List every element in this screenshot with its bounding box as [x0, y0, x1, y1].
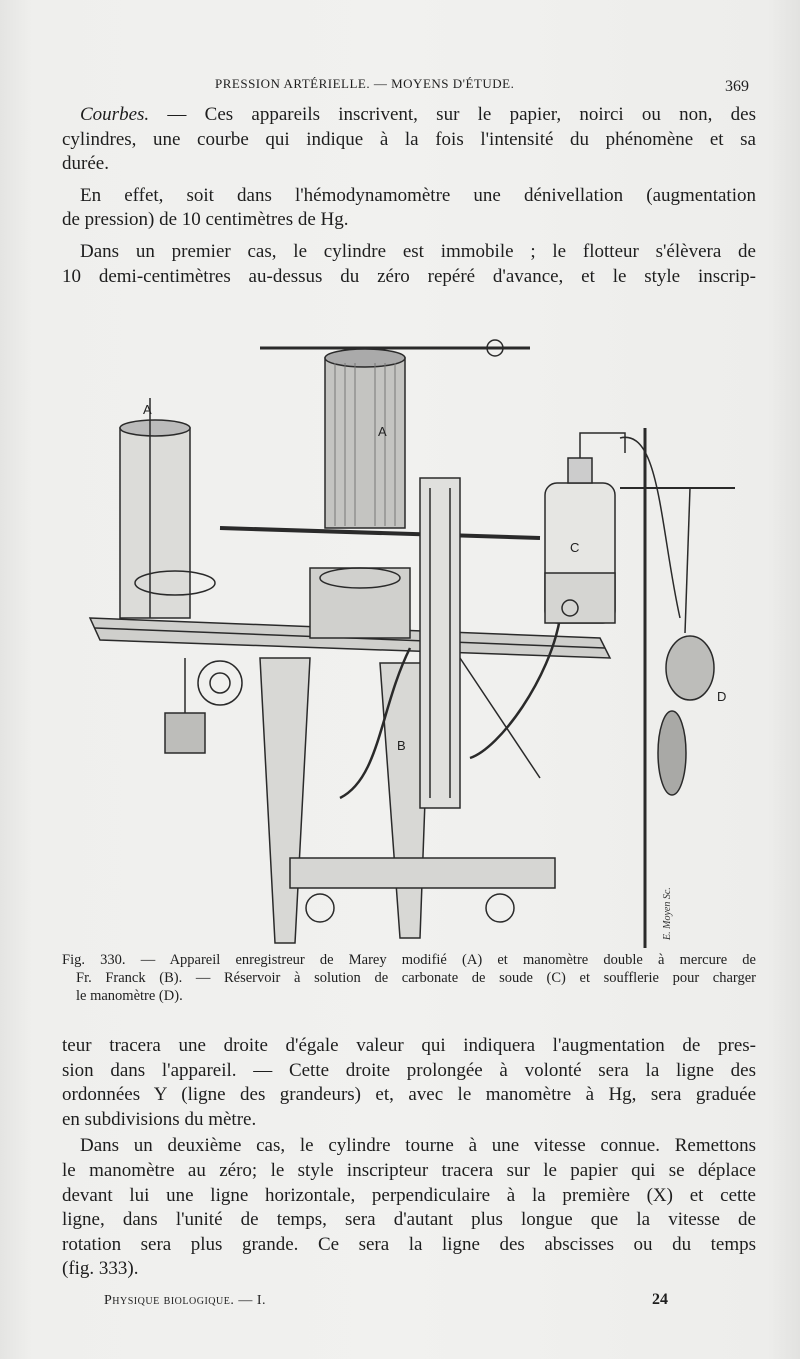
text-line: ordonnées Y (ligne des grandeurs) et, av…: [62, 1084, 756, 1106]
text-line: de pression) de 10 centimètres de Hg.: [62, 209, 349, 231]
text-line: 10 demi-centimètres au-dessus du zéro re…: [62, 265, 756, 287]
running-header: PRESSION ARTÉRIELLE. — MOYENS D'ÉTUDE.: [215, 76, 515, 91]
text-line: En effet, soit dans l'hémodynamomètre un…: [80, 184, 756, 206]
mercury-manometer: [289, 477, 562, 923]
figure-engraving: A A B C D E. Moyen Sc.: [88, 339, 735, 948]
figure-caption: Fig. 330. — Appareil enregistreur de Mar…: [62, 951, 756, 1005]
caption-line: Fig. 330. — Appareil enregistreur de Mar…: [62, 952, 756, 968]
lever-arm: [219, 339, 541, 540]
text-line: le manomètre au zéro; le style inscripte…: [62, 1159, 756, 1181]
text-line: rotation sera plus grande. Ce sera la li…: [62, 1233, 756, 1255]
figure-label-b: B: [397, 738, 406, 753]
engraver-signature: E. Moyen Sc.: [662, 887, 673, 941]
weight-stack: [164, 658, 243, 754]
text-line: Dans un premier cas, le cylindre est imm…: [80, 240, 756, 262]
bottom-text: teur tracera une droite d'égale valeur q…: [62, 1034, 756, 1282]
text-line: sion dans l'appareil. — Cette droite pro…: [62, 1059, 756, 1081]
caption-line: le manomètre (D).: [76, 988, 183, 1004]
text-line: Courbes. — Ces appareils inscrivent, sur…: [80, 104, 756, 125]
footer-book-title: Physique biologique. — I.: [104, 1293, 266, 1308]
courbes-heading: Courbes.: [80, 104, 150, 125]
text-line: en subdivisions du mètre.: [62, 1108, 257, 1130]
text-line: durée.: [62, 153, 109, 175]
figure-label-d: D: [717, 689, 726, 704]
reservoir-bottle: [544, 432, 626, 624]
figure-label-a-left: A: [143, 402, 152, 417]
top-text: Courbes. — Ces appareils inscrivent, sur…: [62, 103, 756, 289]
figure-label-c: C: [570, 540, 579, 555]
page-number: 369: [725, 78, 749, 95]
clockwork-drum: [119, 398, 216, 619]
text-line: devant lui une ligne horizontale, perpen…: [62, 1184, 756, 1206]
bellows-stand: [619, 428, 735, 948]
table-legs: [259, 657, 541, 944]
text-line: Dans un deuxième cas, le cylindre tourne…: [80, 1135, 756, 1157]
signature-mark: 24: [652, 1291, 668, 1308]
text-line: cylindres, une courbe qui indique à la f…: [62, 128, 756, 150]
text-line: ligne, dans l'unité de temps, sera d'aut…: [62, 1209, 756, 1231]
recording-cylinder: [309, 348, 411, 639]
caption-line: Fr. Franck (B). — Réservoir à solution d…: [76, 970, 756, 986]
figure-label-a-cylinder: A: [378, 424, 387, 439]
text-line: (fig. 333).: [62, 1258, 139, 1280]
text-line: teur tracera une droite d'égale valeur q…: [62, 1035, 756, 1056]
